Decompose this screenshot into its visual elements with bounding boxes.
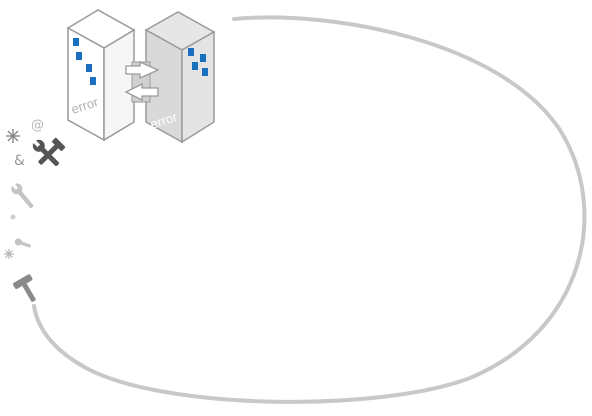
tools-icon	[32, 137, 66, 167]
server-light: error	[66, 9, 136, 142]
ampersand-icon: &	[14, 153, 25, 169]
small-wrench-icon	[14, 238, 31, 248]
server-light-window	[73, 38, 79, 46]
small-asterisk-icon	[4, 249, 14, 259]
symbols-trail: @ &	[4, 118, 66, 302]
dot-icon	[10, 214, 16, 220]
server-dark: error	[144, 11, 216, 144]
server-light-window	[76, 52, 82, 60]
wrench-icon	[11, 183, 34, 209]
server-dark-window	[188, 48, 194, 56]
hammer-icon	[13, 274, 36, 302]
server-dark-window	[202, 68, 208, 76]
arrow-right-icon	[125, 60, 160, 80]
arrow-left-icon	[124, 82, 159, 102]
server-dark-window	[200, 54, 206, 62]
asterisk-icon	[6, 129, 20, 143]
server-light-window	[90, 77, 96, 85]
loop-ring	[32, 15, 587, 404]
sync-arrows	[124, 60, 160, 103]
at-sign-icon: @	[31, 118, 44, 133]
server-dark-window	[192, 62, 198, 70]
server-light-window	[86, 64, 92, 72]
